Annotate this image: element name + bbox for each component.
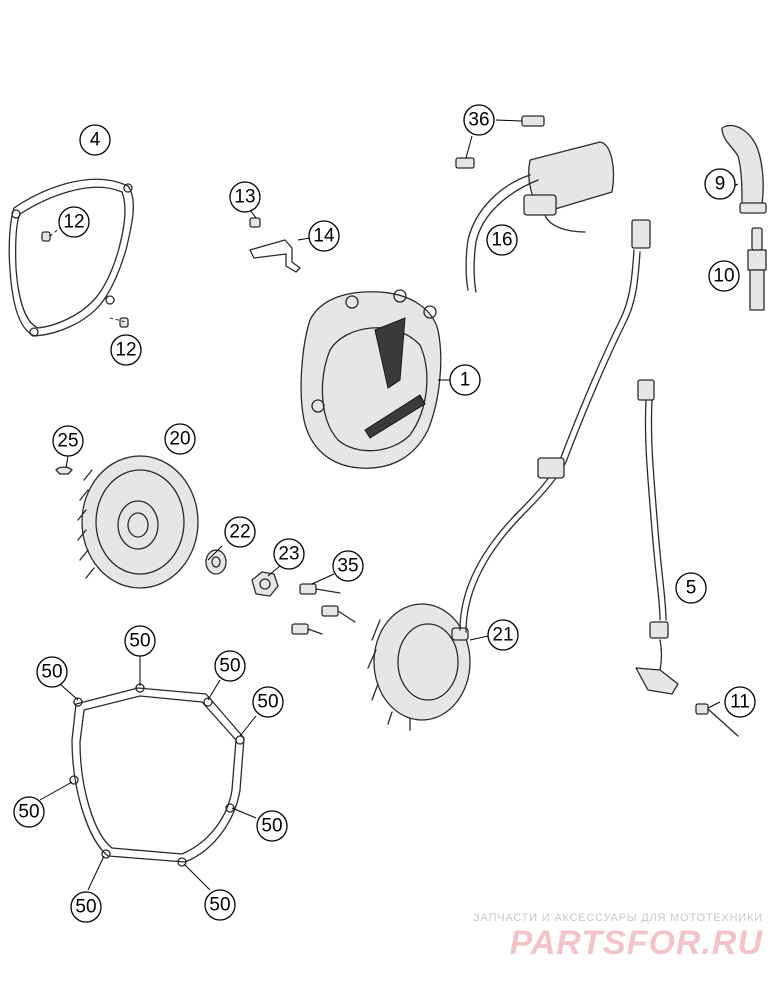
callout-22-label: 22 <box>229 522 250 543</box>
callout-10-label: 10 <box>713 266 734 287</box>
ignition-cover <box>300 289 442 469</box>
callout-50-right-lower-label: 50 <box>261 816 282 837</box>
callout-50-left-label: 50 <box>18 802 39 823</box>
callout-4-label: 4 <box>90 130 101 151</box>
callout-35: 35 <box>332 550 364 582</box>
callout-36: 36 <box>463 104 495 136</box>
stator-bolts <box>291 583 356 635</box>
sensor-cable <box>635 379 679 695</box>
callout-9-label: 9 <box>715 174 726 195</box>
callout-5: 5 <box>675 572 707 604</box>
callout-25-label: 25 <box>57 431 78 452</box>
callout-4: 4 <box>79 124 111 156</box>
callout-50-bottom-left: 50 <box>70 891 102 923</box>
callout-25: 25 <box>52 425 84 457</box>
callout-23: 23 <box>273 538 305 570</box>
callout-13: 13 <box>229 181 261 213</box>
callout-50-left: 50 <box>13 796 45 828</box>
stator-cover-gasket <box>69 683 245 867</box>
callout-21: 21 <box>487 619 519 651</box>
dowel-pin-upper <box>41 231 51 242</box>
ignition-cover-gasket <box>8 178 134 337</box>
bolt-36-upper <box>521 115 545 127</box>
callout-50-left-top-label: 50 <box>41 662 62 683</box>
callout-13-label: 13 <box>234 187 255 208</box>
callout-11: 11 <box>724 686 756 718</box>
woodruff-key <box>55 466 73 475</box>
screw-13 <box>249 217 261 228</box>
callout-20: 20 <box>164 423 196 455</box>
stator <box>367 219 651 731</box>
callout-50-top-label: 50 <box>129 631 150 652</box>
callout-50-bottom-right: 50 <box>204 889 236 921</box>
callout-21-label: 21 <box>492 625 513 646</box>
watermark-tagline: ЗАПЧАСТИ И АКСЕССУАРЫ ДЛЯ МОТОТЕХНИКИ <box>473 912 763 924</box>
callout-12-upper-label: 12 <box>63 212 84 233</box>
washer <box>205 549 227 575</box>
callout-50-right-lower: 50 <box>256 810 288 842</box>
callout-10: 10 <box>708 260 740 292</box>
flywheel-nut <box>251 571 279 597</box>
sensor-bolt <box>695 703 739 737</box>
bolt-36-lower <box>455 157 475 169</box>
watermark-brand-logo: PARTSFOR.RU <box>509 924 763 962</box>
callout-20-label: 20 <box>169 429 190 450</box>
dowel-pin-lower <box>119 317 129 328</box>
callout-23-label: 23 <box>278 544 299 565</box>
callout-1-label: 1 <box>460 370 471 391</box>
ignition-coil <box>465 141 615 293</box>
callout-14-label: 14 <box>313 226 335 247</box>
callout-36-label: 36 <box>468 110 489 131</box>
callout-11-label: 11 <box>730 692 750 713</box>
flywheel <box>77 455 199 589</box>
callout-50-top-right: 50 <box>214 650 246 682</box>
callout-50-left-top: 50 <box>36 656 68 688</box>
callout-9: 9 <box>704 168 736 200</box>
callout-12-upper: 12 <box>58 206 90 238</box>
leader-lines <box>39 119 739 891</box>
callout-35-label: 35 <box>337 556 358 577</box>
callout-12-lower-label: 12 <box>115 340 136 361</box>
callout-50-right: 50 <box>252 686 284 718</box>
callout-50-top-right-label: 50 <box>219 656 240 677</box>
callout-16: 16 <box>486 224 518 256</box>
callout-12-lower: 12 <box>110 334 142 366</box>
callout-1: 1 <box>449 364 481 396</box>
cable-clamp <box>249 239 301 273</box>
callout-22: 22 <box>224 516 256 548</box>
callout-5-label: 5 <box>686 578 697 599</box>
callout-50-bottom-left-label: 50 <box>75 897 96 918</box>
callout-16-label: 16 <box>491 230 512 251</box>
callout-50-bottom-right-label: 50 <box>209 895 230 916</box>
spark-plug-cap <box>721 124 767 214</box>
callout-50-right-label: 50 <box>257 692 278 713</box>
spark-plug <box>747 227 767 311</box>
callout-14: 14 <box>308 220 340 252</box>
callout-50-top: 50 <box>124 625 156 657</box>
